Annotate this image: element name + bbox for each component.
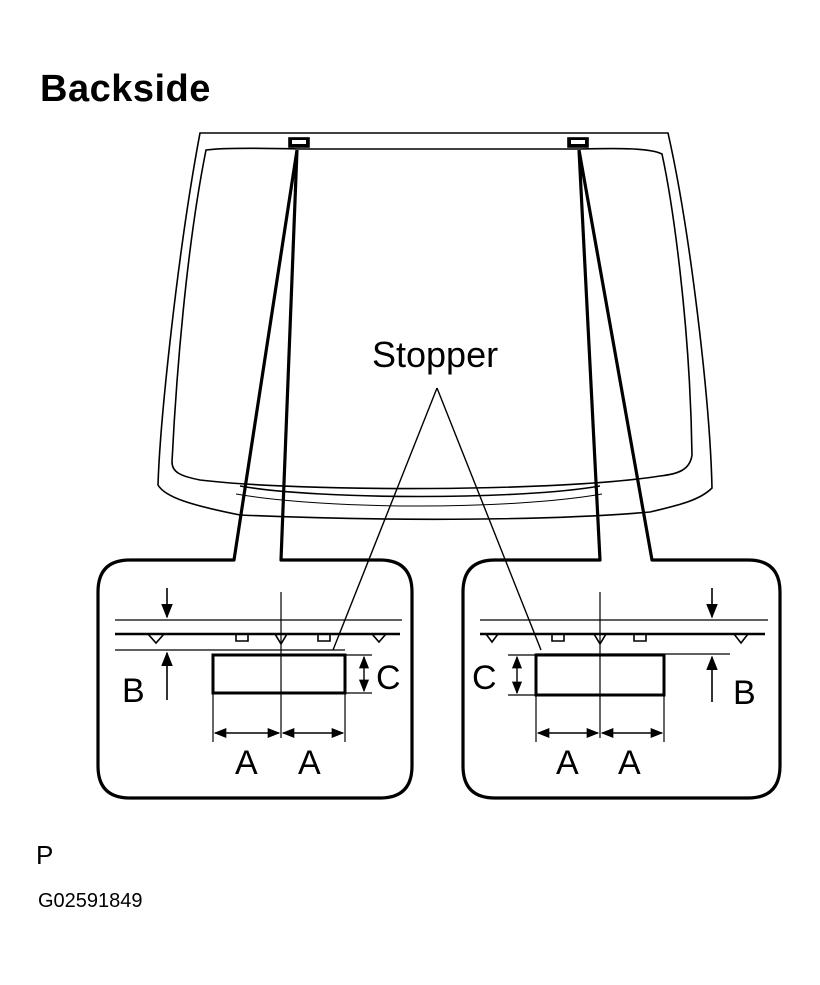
dimension-label-b-right: B [733,674,756,712]
dimension-label-b-left: B [122,672,145,710]
dimension-label-a-left-2: A [298,744,321,782]
dimension-label-c-right: C [472,659,497,697]
figure-marker: P [36,840,54,870]
dimension-label-c-left: C [376,659,401,697]
stopper-clip-left [288,137,310,148]
dimension-label-a-right-2: A [618,744,641,782]
stopper-clip-right [567,137,589,148]
figure-code: G02591849 [38,890,143,912]
dimension-label-a-right-1: A [556,744,579,782]
detail-panel-right [461,149,782,800]
dimension-label-a-left-1: A [235,744,258,782]
diagram-title: Backside [40,68,211,110]
stopper-label: Stopper [372,334,498,375]
stopper-leader-lines [332,387,542,651]
windshield-outline [157,132,713,521]
detail-panel-left [96,149,414,800]
